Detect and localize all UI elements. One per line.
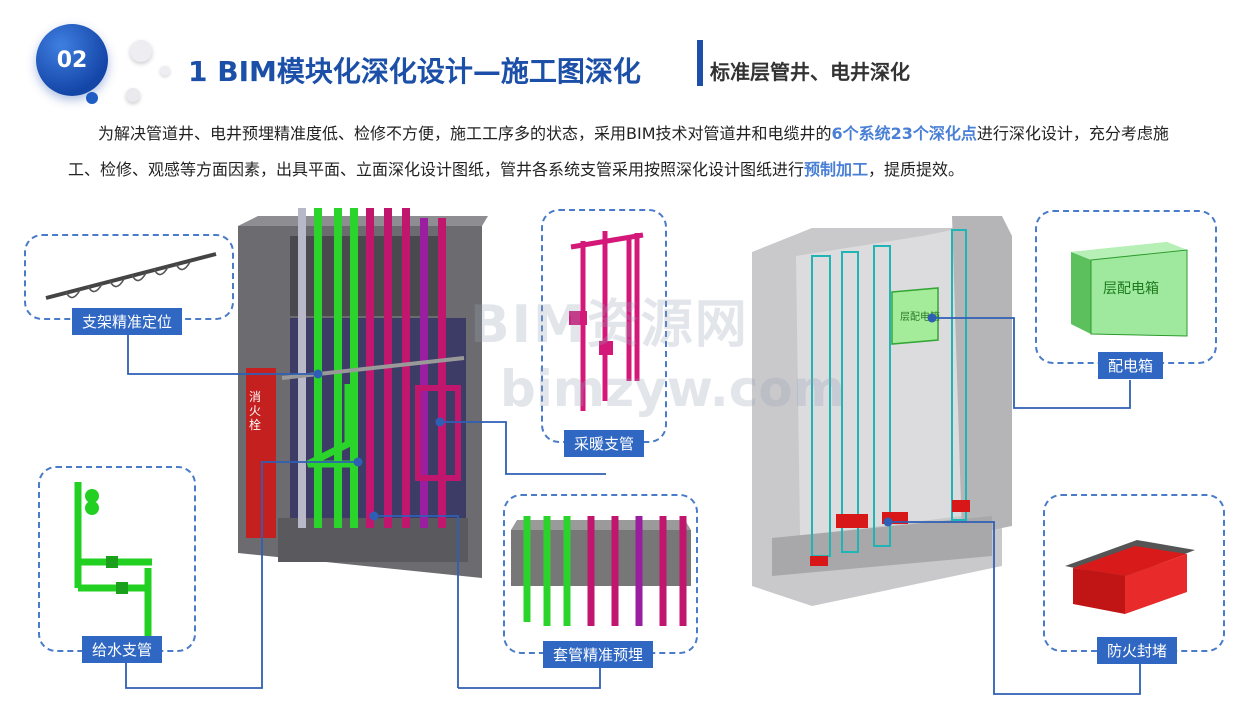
decor-dot bbox=[160, 66, 170, 76]
para-highlight-1: 6个系统23个深化点 bbox=[831, 124, 977, 143]
shaft-sign: 消火栓 bbox=[249, 390, 262, 432]
water-callout-box bbox=[38, 466, 196, 652]
label-support: 支架精准定位 bbox=[72, 308, 183, 335]
label-panel: 配电箱 bbox=[1098, 352, 1164, 379]
panel-box-text: 层配电箱 bbox=[1103, 281, 1159, 297]
water-pipe-icon bbox=[74, 482, 152, 638]
para-text-1: 为解决管道井、电井预埋精准度低、检修不方便，施工工序多的状态，采用BIM技术对管… bbox=[98, 124, 832, 143]
electrical-shaft-model bbox=[752, 216, 1012, 606]
decor-dot bbox=[126, 88, 140, 102]
decor-dot bbox=[86, 92, 98, 104]
para-highlight-2: 预制加工 bbox=[804, 160, 869, 179]
bracket-icon bbox=[45, 252, 217, 300]
heating-pipe-icon bbox=[569, 231, 644, 411]
label-fire: 防火封堵 bbox=[1097, 637, 1178, 664]
para-text-3: ，提质提效。 bbox=[868, 160, 965, 179]
panel-box-icon bbox=[1071, 242, 1188, 337]
fire-callout-box bbox=[1043, 494, 1225, 652]
label-heating: 采暖支管 bbox=[564, 430, 645, 457]
para-text-2: 进行深化设计，充分考虑施工、检修、观感等方面因素，出具平面、立面深化设计图纸，管… bbox=[68, 124, 1169, 179]
page-title: 1 BIM模块化深化设计—施工图深化 bbox=[188, 55, 641, 88]
sleeve-callout-box bbox=[503, 494, 698, 654]
fire-block-icon bbox=[1065, 540, 1195, 614]
intro-paragraph: 为解决管道井、电井预埋精准度低、检修不方便，施工工序多的状态，采用BIM技术对管… bbox=[68, 116, 1198, 188]
decor-dot bbox=[130, 40, 152, 62]
sleeve-icon bbox=[511, 516, 691, 626]
watermark-text: BIM资源网 bbox=[470, 295, 749, 355]
page-subtitle: 标准层管井、电井深化 bbox=[710, 60, 910, 84]
pipe-shaft-model bbox=[238, 208, 488, 578]
watermark-url: bimzyw.com bbox=[500, 360, 845, 418]
panel-box-small-label: 层配电箱 bbox=[900, 312, 940, 323]
panel-callout-box: 层配电箱 bbox=[1035, 210, 1217, 364]
support-callout-box bbox=[24, 234, 234, 320]
label-water: 给水支管 bbox=[82, 636, 163, 663]
label-sleeve: 套管精准预埋 bbox=[543, 641, 654, 668]
title-divider bbox=[697, 40, 703, 86]
heating-callout-box bbox=[541, 209, 667, 443]
section-badge: 02 bbox=[36, 24, 108, 96]
